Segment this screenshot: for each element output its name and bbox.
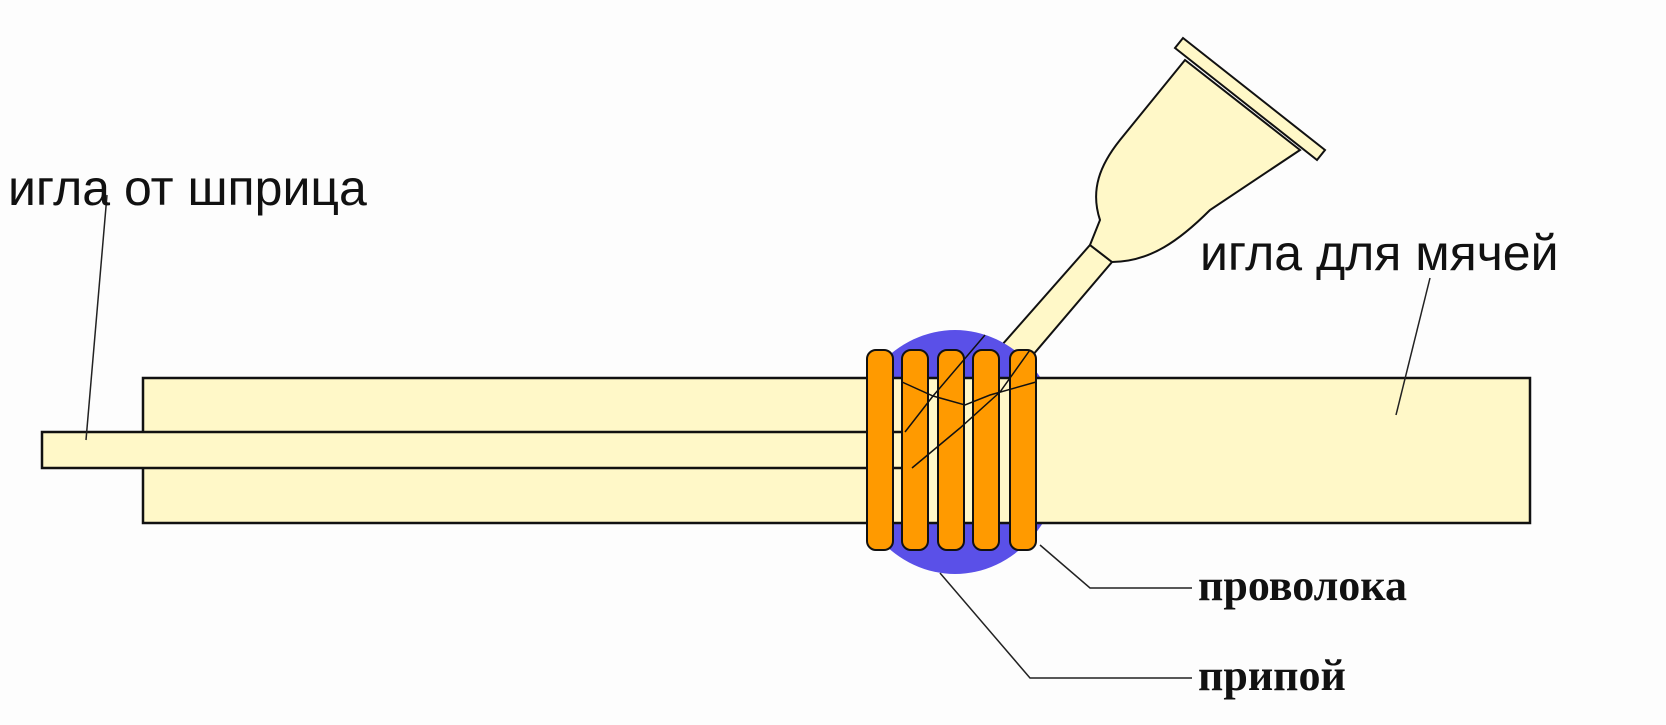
hidden-needle-lines (901, 334, 1037, 469)
leader-syringe-needle (85, 194, 108, 441)
ball-needle-cap (1173, 36, 1327, 162)
label-ball-needle: игла для мячей (1200, 225, 1559, 281)
leader-ball-needle (1395, 277, 1431, 416)
label-solder: припой (1198, 651, 1346, 700)
label-syringe-needle: игла от шприца (8, 160, 367, 216)
leader-lines (85, 194, 1431, 679)
leader-wire (1039, 544, 1192, 589)
label-wire: проволока (1198, 561, 1407, 610)
wire-coil (866, 334, 1037, 551)
ball-needle-bulb (1088, 58, 1302, 264)
wire-turn (901, 349, 929, 551)
wire-turn (866, 349, 894, 551)
wire-turn (1009, 349, 1037, 551)
leader-solder (939, 572, 1192, 679)
wire-turn (972, 349, 1000, 551)
syringe-needle (40, 430, 914, 470)
wire-turn (937, 349, 965, 551)
